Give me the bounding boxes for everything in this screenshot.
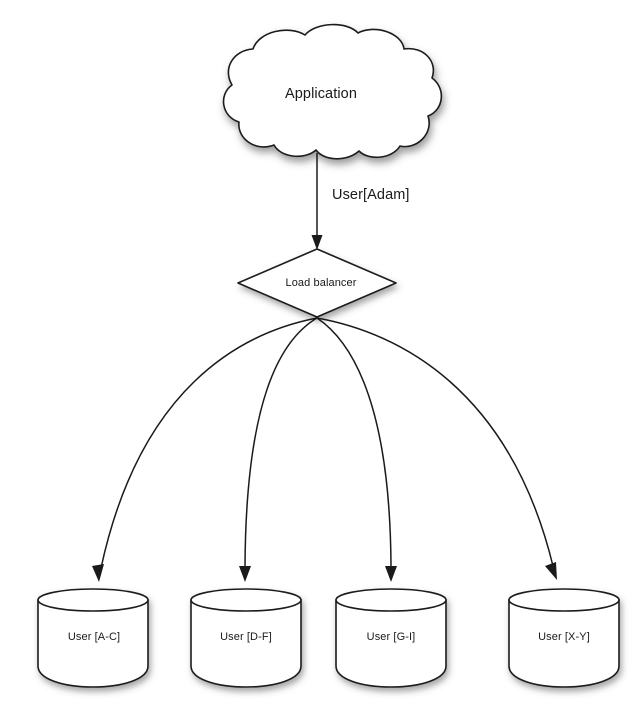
- cloud-application-shape[interactable]: [222, 23, 443, 160]
- edge-balancer-to-db-2: [239, 317, 318, 582]
- cylinder-db-2-shape[interactable]: [190, 588, 302, 688]
- edge-application-to-balancer: [311, 153, 323, 250]
- diamond-load-balancer-shape[interactable]: [237, 248, 397, 318]
- edge-balancer-to-db-3: [316, 317, 397, 582]
- cylinder-db-1-shape[interactable]: [37, 588, 149, 688]
- edge-balancer-to-db-1: [92, 317, 318, 582]
- cylinder-db-4-shape[interactable]: [508, 588, 620, 688]
- cylinder-db-3-shape[interactable]: [335, 588, 447, 688]
- edge-balancer-to-db-4: [316, 317, 557, 580]
